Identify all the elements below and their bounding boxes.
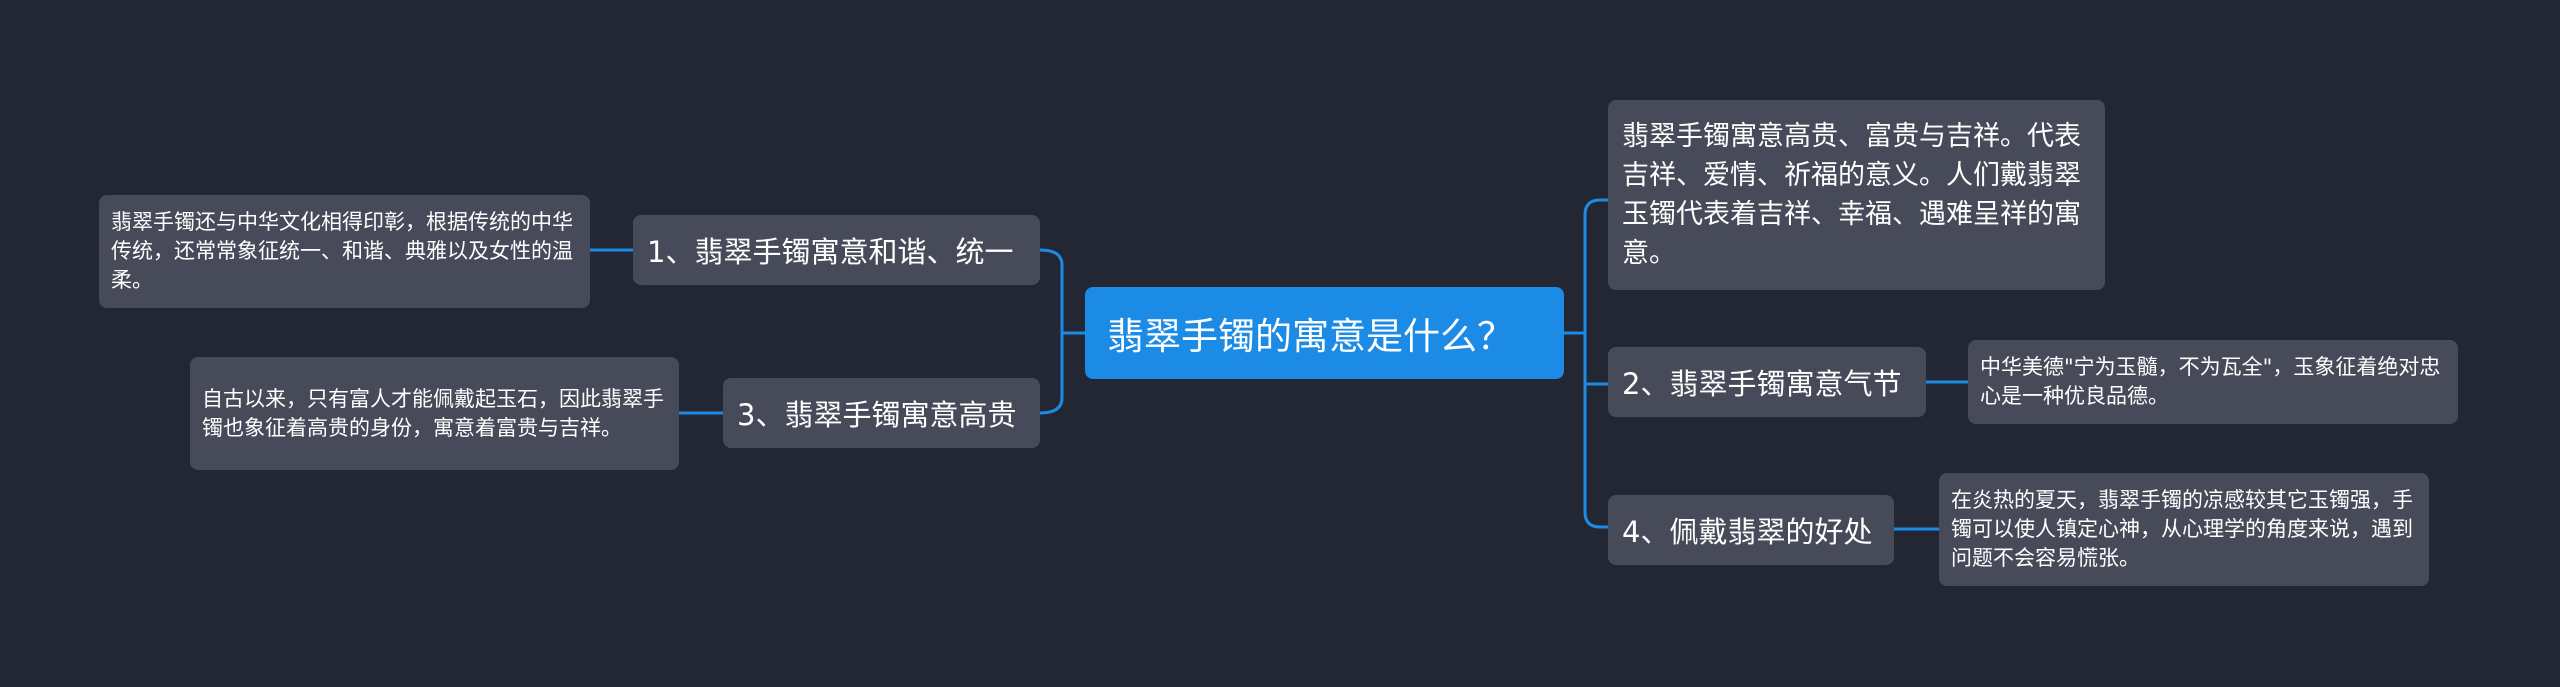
branch-3-leaf[interactable]: 自古以来，只有富人才能佩戴起玉石，因此翡翠手镯也象征着高贵的身份，寓意着富贵与吉…: [190, 357, 679, 470]
branch-1-leaf-text: 翡翠手镯还与中华文化相得印彰，根据传统的中华传统，还常常象征统一、和谐、典雅以及…: [111, 210, 573, 292]
branch-4-benefits[interactable]: 4、佩戴翡翠的好处: [1608, 495, 1894, 565]
branch-4-leaf-text: 在炎热的夏天，翡翠手镯的凉感较其它玉镯强，手镯可以使人镇定心神，从心理学的角度来…: [1951, 488, 2413, 570]
branch-3-label: 3、翡翠手镯寓意高贵: [737, 398, 1017, 432]
branch-2-leaf[interactable]: 中华美德"宁为玉髓，不为瓦全"，玉象征着绝对忠心是一种优良品德。: [1968, 340, 2458, 424]
connector-right-spine: [1583, 198, 1602, 529]
connector-left-spine: [1038, 248, 1064, 415]
branch-2-leaf-text: 中华美德"宁为玉髓，不为瓦全"，玉象征着绝对忠心是一种优良品德。: [1980, 355, 2441, 408]
branch-1-label: 1、翡翠手镯寓意和谐、统一: [647, 235, 1014, 269]
topic-meaning-leaf[interactable]: 翡翠手镯寓意高贵、富贵与吉祥。代表吉祥、爱情、祈福的意义。人们戴翡翠玉镯代表着吉…: [1608, 100, 2105, 290]
branch-2-label: 2、翡翠手镯寓意气节: [1622, 367, 1902, 401]
branch-3-leaf-text: 自古以来，只有富人才能佩戴起玉石，因此翡翠手镯也象征着高贵的身份，寓意着富贵与吉…: [202, 386, 664, 440]
branch-4-label: 4、佩戴翡翠的好处: [1622, 515, 1873, 549]
branch-1-harmony[interactable]: 1、翡翠手镯寓意和谐、统一: [633, 215, 1040, 285]
root-topic[interactable]: 翡翠手镯的寓意是什么？: [1085, 287, 1564, 379]
branch-2-integrity[interactable]: 2、翡翠手镯寓意气节: [1608, 347, 1926, 417]
topic-meaning-text: 翡翠手镯寓意高贵、富贵与吉祥。代表吉祥、爱情、祈福的意义。人们戴翡翠玉镯代表着吉…: [1622, 121, 2081, 269]
branch-4-leaf[interactable]: 在炎热的夏天，翡翠手镯的凉感较其它玉镯强，手镯可以使人镇定心神，从心理学的角度来…: [1939, 473, 2429, 586]
branch-3-nobility[interactable]: 3、翡翠手镯寓意高贵: [723, 378, 1040, 448]
branch-1-leaf[interactable]: 翡翠手镯还与中华文化相得印彰，根据传统的中华传统，还常常象征统一、和谐、典雅以及…: [99, 195, 590, 308]
root-topic-label: 翡翠手镯的寓意是什么？: [1107, 315, 1514, 358]
